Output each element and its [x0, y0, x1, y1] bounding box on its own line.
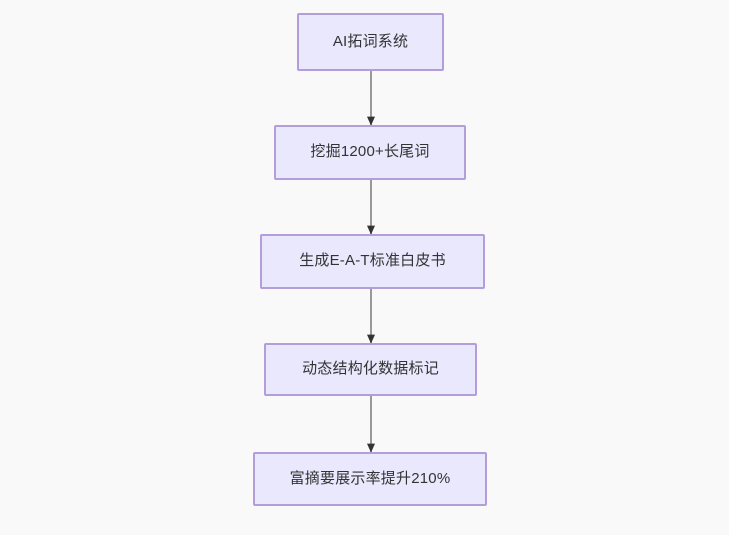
flowchart-node-ai-keyword-system[interactable]: AI拓词系统 [297, 13, 444, 71]
flowchart-node-rich-snippet-rate-increase[interactable]: 富摘要展示率提升210% [253, 452, 487, 506]
flowchart-node-dynamic-structured-data-markup[interactable]: 动态结构化数据标记 [264, 343, 477, 396]
node-label: 生成E-A-T标准白皮书 [299, 252, 446, 270]
node-label: 富摘要展示率提升210% [289, 469, 451, 487]
node-label: 动态结构化数据标记 [302, 360, 439, 378]
node-label: AI拓词系统 [332, 32, 409, 50]
flowchart-node-generate-eat-whitepaper[interactable]: 生成E-A-T标准白皮书 [260, 234, 485, 289]
node-label: 挖掘1200+长尾词 [310, 143, 430, 161]
flowchart-node-mine-longtail-keywords[interactable]: 挖掘1200+长尾词 [274, 125, 466, 180]
